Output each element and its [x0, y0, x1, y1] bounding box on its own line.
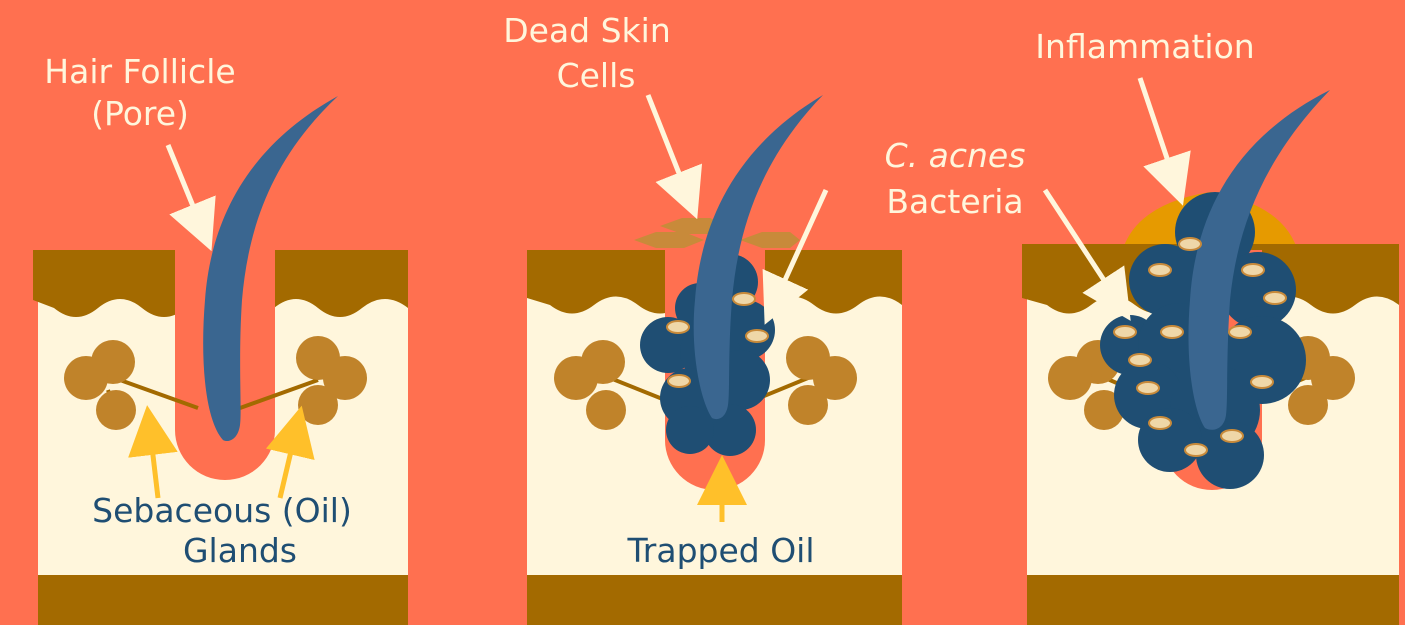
subcutaneous-layer — [38, 575, 408, 625]
label-inflammation: Inflammation — [1035, 27, 1254, 66]
label-trapped-oil: Trapped Oil — [626, 531, 814, 570]
arrow-inflammation — [1140, 78, 1175, 182]
label-glands-line2: Glands — [183, 531, 297, 570]
label-dead-skin-line2: Cells — [557, 56, 636, 95]
label-follicle-line2: (Pore) — [91, 94, 189, 133]
label-bacteria-line2: Bacteria — [886, 182, 1023, 221]
panel-inflamed-follicle: Inflammation C. acnes Bacteria — [885, 27, 1399, 625]
panel-normal-follicle: Hair Follicle (Pore) Sebaceous (Oil) Gla… — [33, 52, 408, 625]
label-glands-line1: Sebaceous (Oil) — [92, 491, 352, 530]
label-dead-skin-line1: Dead Skin — [503, 11, 671, 50]
arrow-dead-skin — [648, 95, 688, 196]
label-bacteria-line1: C. acnes — [885, 136, 1026, 175]
label-follicle-line1: Hair Follicle — [44, 52, 235, 91]
arrow-follicle — [168, 145, 202, 228]
panel-clogged-follicle: Dead Skin Cells Trapped Oil — [503, 11, 902, 625]
subcutaneous-layer — [527, 575, 902, 625]
subcutaneous-layer — [1027, 575, 1399, 625]
